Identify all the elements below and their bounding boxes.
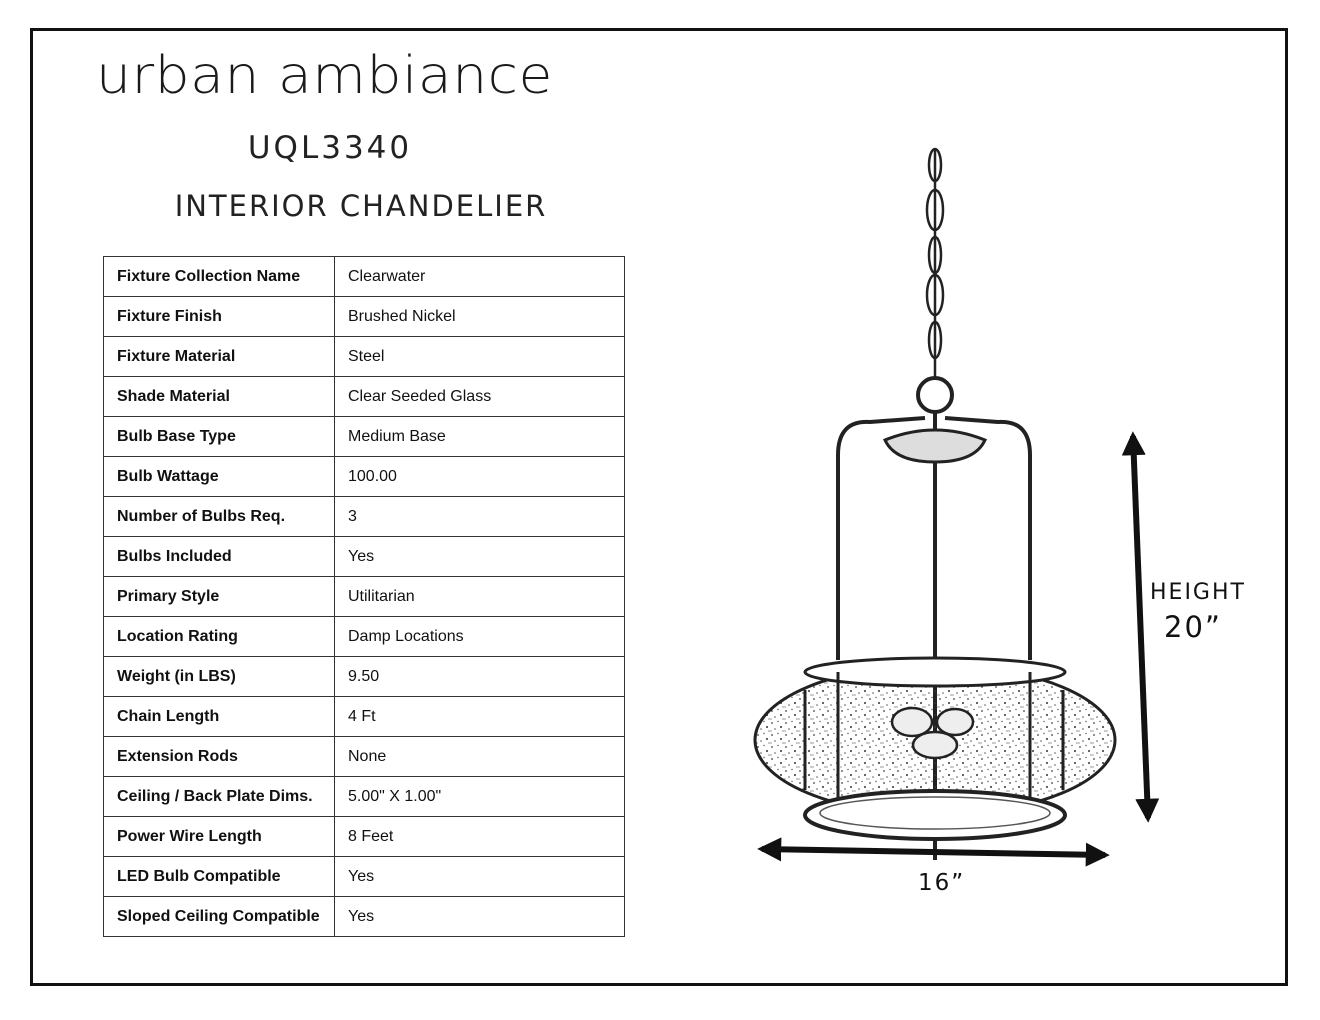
spec-label: Chain Length: [103, 696, 335, 737]
spec-value: Yes: [334, 536, 625, 577]
spec-label: Sloped Ceiling Compatible: [103, 896, 335, 937]
chain: [925, 147, 945, 380]
height-value: 20”: [1164, 610, 1222, 644]
sockets: [890, 706, 975, 760]
spec-label: Weight (in LBS): [103, 656, 335, 697]
spec-value: 100.00: [334, 456, 625, 497]
width-arrow: [757, 837, 1110, 867]
spec-label: Bulbs Included: [103, 536, 335, 577]
spec-value: 9.50: [334, 656, 625, 697]
spec-label: Fixture Finish: [103, 296, 335, 337]
spec-label: Extension Rods: [103, 736, 335, 777]
spec-value: Clearwater: [334, 256, 625, 297]
spec-label: Number of Bulbs Req.: [103, 496, 335, 537]
spec-label: Bulb Wattage: [103, 456, 335, 497]
product-title: INTERIOR CHANDELIER: [174, 189, 548, 223]
spec-value: Yes: [334, 896, 625, 937]
spec-value: Brushed Nickel: [334, 296, 625, 337]
spec-label: Ceiling / Back Plate Dims.: [103, 776, 335, 817]
spec-value: Medium Base: [334, 416, 625, 457]
spec-value: 4 Ft: [334, 696, 625, 737]
spec-value: Damp Locations: [334, 616, 625, 657]
height-arrow: [1121, 431, 1160, 823]
center-cap: [882, 428, 988, 464]
document-frame: [30, 28, 1288, 986]
spec-label: Power Wire Length: [103, 816, 335, 857]
model-number: UQL3340: [247, 130, 413, 166]
table-row: Weight (in LBS)9.50: [103, 656, 625, 697]
cage-bars: [803, 672, 1065, 810]
spec-label: LED Bulb Compatible: [103, 856, 335, 897]
spec-value: Yes: [334, 856, 625, 897]
spec-label: Fixture Collection Name: [103, 256, 335, 297]
chandelier-drawing: [753, 147, 1160, 867]
table-row: Number of Bulbs Req.3: [103, 496, 625, 537]
height-label: HEIGHT: [1150, 580, 1246, 605]
spec-label: Primary Style: [103, 576, 335, 617]
width-value: 16”: [918, 870, 966, 896]
hanging-ring: [916, 376, 954, 414]
spec-value: 3: [334, 496, 625, 537]
spec-label: Location Rating: [103, 616, 335, 657]
spec-label: Bulb Base Type: [103, 416, 335, 457]
spec-value: Steel: [334, 336, 625, 377]
spec-label: Shade Material: [103, 376, 335, 417]
spec-value: Clear Seeded Glass: [334, 376, 625, 417]
spec-value: Utilitarian: [334, 576, 625, 617]
spec-value: 5.00" X 1.00": [334, 776, 625, 817]
spec-value: None: [334, 736, 625, 777]
spec-value: 8 Feet: [334, 816, 625, 857]
spec-label: Fixture Material: [103, 336, 335, 377]
table-row: Ceiling / Back Plate Dims.5.00" X 1.00": [103, 776, 625, 817]
brand-logo: urban ambiance: [96, 46, 553, 106]
